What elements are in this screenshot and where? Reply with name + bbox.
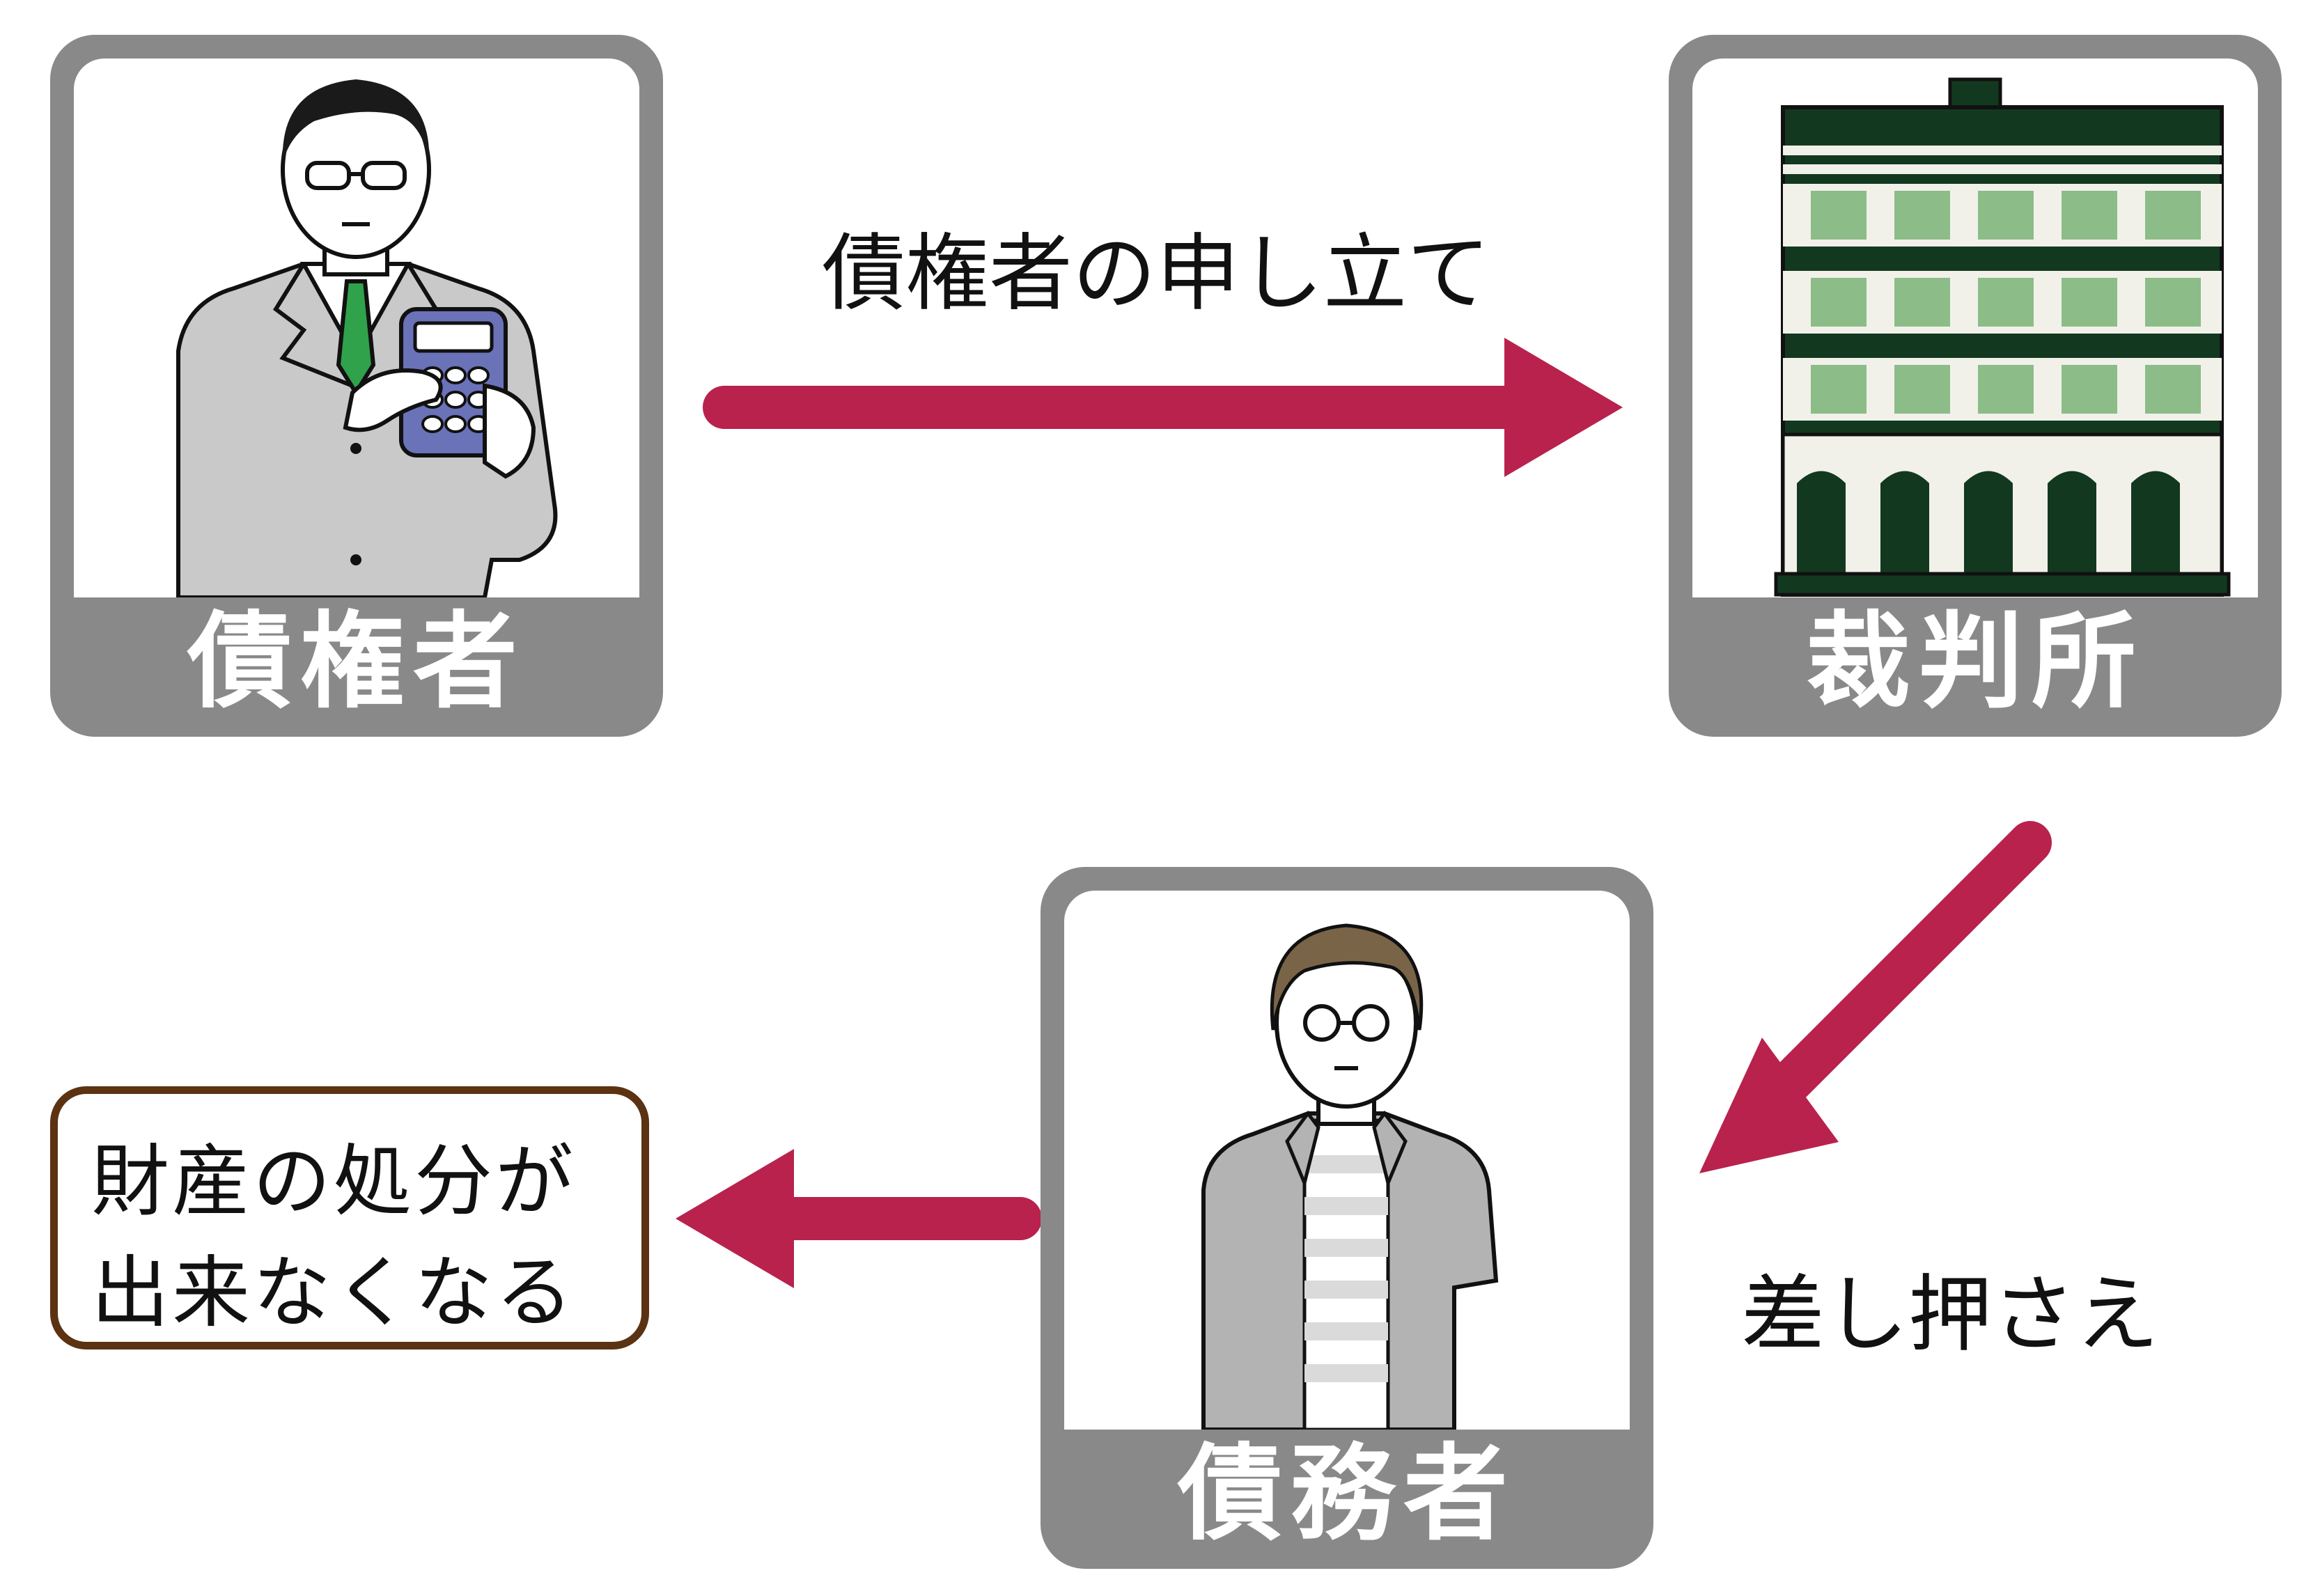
court-building-icon <box>1774 77 2231 597</box>
result-box: 財産の処分が 出来なくなる <box>50 1086 649 1349</box>
debtor-card: 債務者 <box>1041 867 1653 1569</box>
petition-label: 債権者の申し立て <box>822 226 1490 322</box>
creditor-illustration <box>74 58 639 597</box>
arrow-court-to-debtor <box>1699 821 2052 1173</box>
result-line-2: 出来なくなる <box>91 1248 576 1338</box>
debtor-label: 債務者 <box>1177 1434 1516 1555</box>
man-with-glasses-icon <box>1201 923 1499 1430</box>
businessman-with-calculator-icon <box>176 79 558 597</box>
creditor-label: 債権者 <box>187 602 526 723</box>
seizure-label: 差し押さえ <box>1741 1267 2159 1363</box>
arrow-debtor-to-result <box>676 1149 1042 1288</box>
court-card: 裁判所 <box>1669 35 2282 737</box>
court-label: 裁判所 <box>1805 602 2144 723</box>
arrow-creditor-to-court <box>703 338 1623 477</box>
court-illustration <box>1692 58 2258 597</box>
debtor-illustration <box>1064 891 1630 1430</box>
creditor-card: 債権者 <box>50 35 663 737</box>
result-line-1: 財産の処分が <box>91 1136 576 1227</box>
